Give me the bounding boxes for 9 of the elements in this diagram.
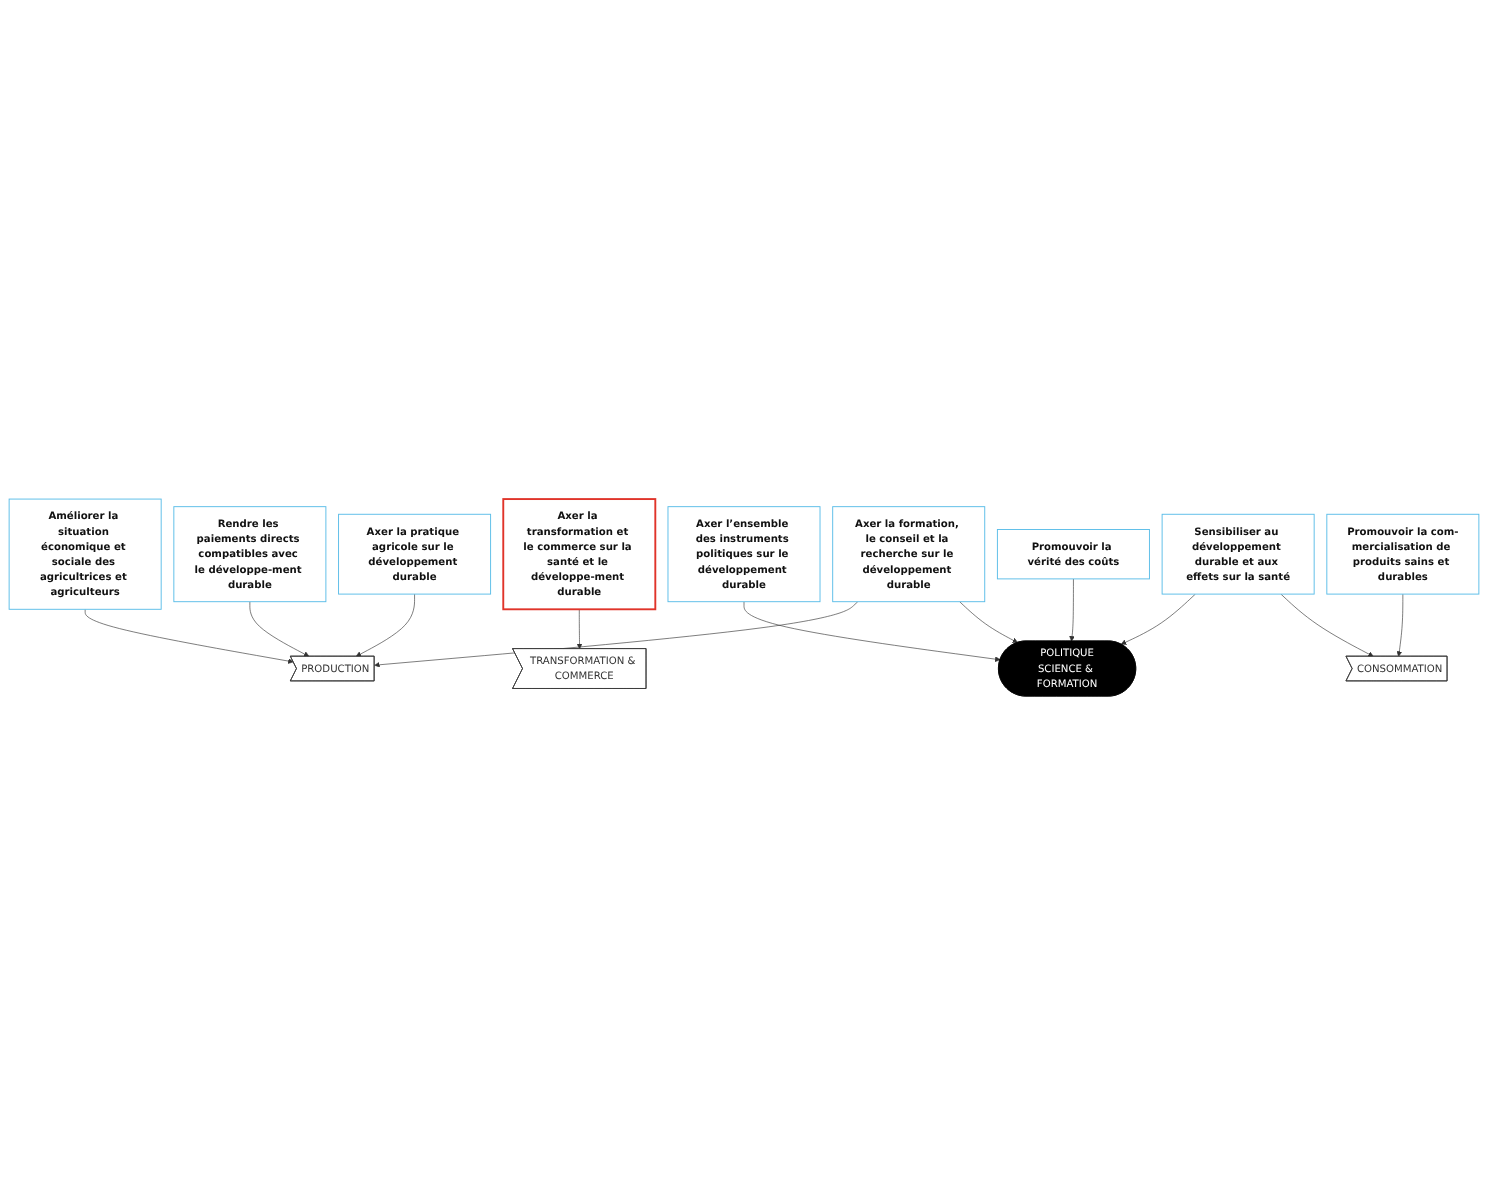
node-box [996,529,1150,580]
node-box [1161,514,1315,595]
node-box [8,499,162,611]
node-box [1326,514,1480,595]
node-box [173,506,327,603]
node-box [338,514,492,595]
node-box [667,506,821,603]
node-box [502,498,657,611]
node-box [832,506,986,603]
